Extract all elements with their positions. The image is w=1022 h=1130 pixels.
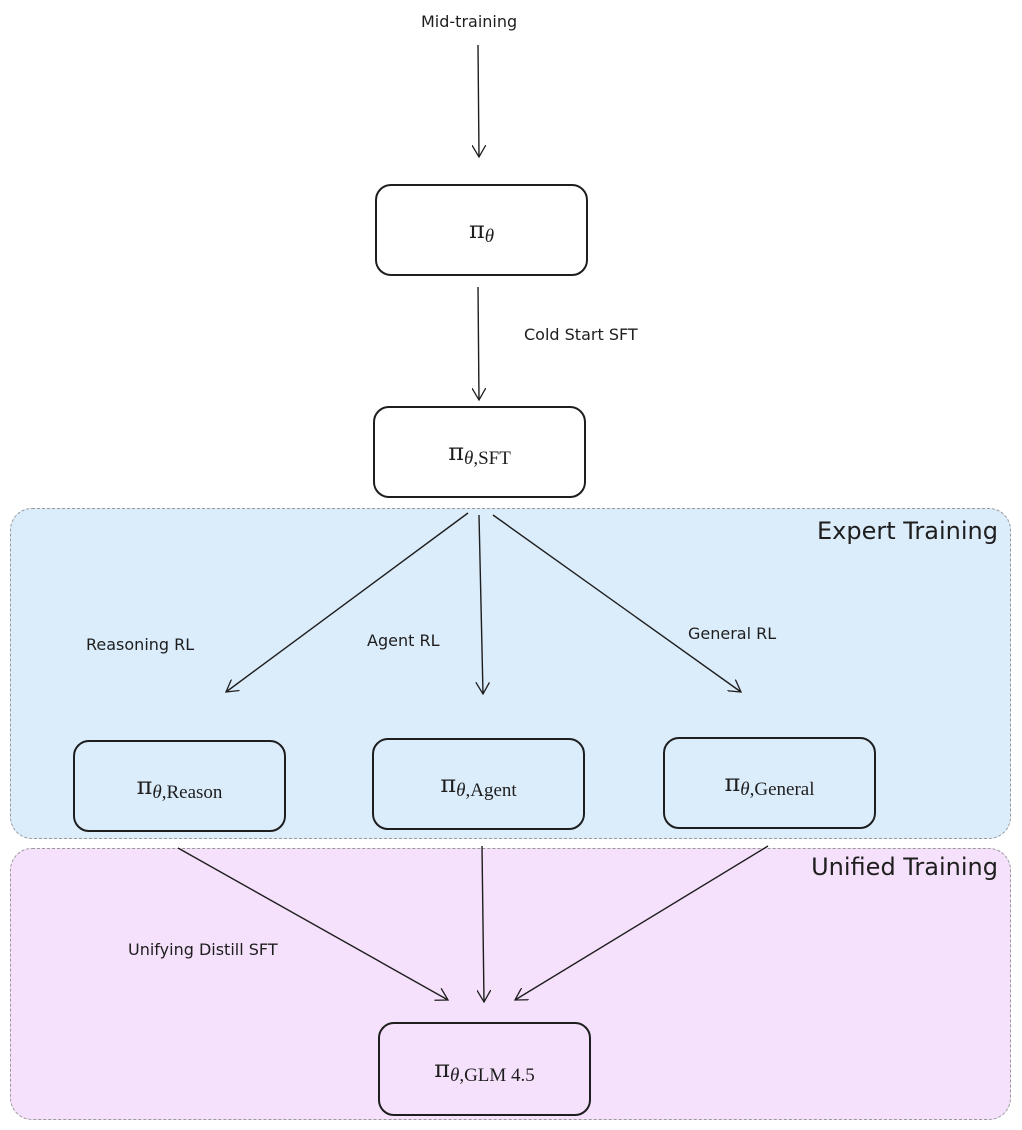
pi-symbol: π [724, 769, 741, 797]
node-suffix: ,GLM 4.5 [459, 1065, 535, 1086]
unifying-distill-sft-label: Unifying Distill SFT [128, 940, 278, 959]
arrow-midtraining-to-base [478, 44, 479, 157]
expert-training-title: Expert Training [817, 517, 998, 545]
pi-symbol: π [440, 770, 457, 798]
agent-rl-label: Agent RL [367, 631, 440, 650]
theta-subscript: θ [740, 779, 750, 800]
general-rl-label: General RL [688, 624, 777, 643]
unified-training-region: Unified Training [10, 848, 1011, 1120]
reasoning-rl-label: Reasoning RL [86, 635, 195, 654]
theta-subscript: θ [449, 1065, 460, 1086]
theta-subscript: θ [484, 226, 495, 247]
theta-subscript: θ [152, 782, 162, 803]
node-suffix: ,Reason [161, 782, 223, 803]
arrow-base-to-sft [478, 286, 479, 400]
unified-training-title: Unified Training [811, 853, 998, 881]
theta-subscript: θ [463, 448, 474, 469]
node-suffix: ,SFT [473, 448, 511, 469]
pi-symbol: π [136, 772, 153, 800]
mid-training-label: Mid-training [421, 12, 518, 31]
node-suffix: ,Agent [465, 780, 517, 801]
pi-symbol: π [434, 1055, 450, 1083]
pi-symbol: π [448, 438, 464, 466]
cold-start-sft-label: Cold Start SFT [524, 325, 638, 344]
pi-symbol: π [468, 216, 485, 244]
theta-subscript: θ [456, 780, 466, 801]
node-suffix: ,General [749, 779, 815, 800]
